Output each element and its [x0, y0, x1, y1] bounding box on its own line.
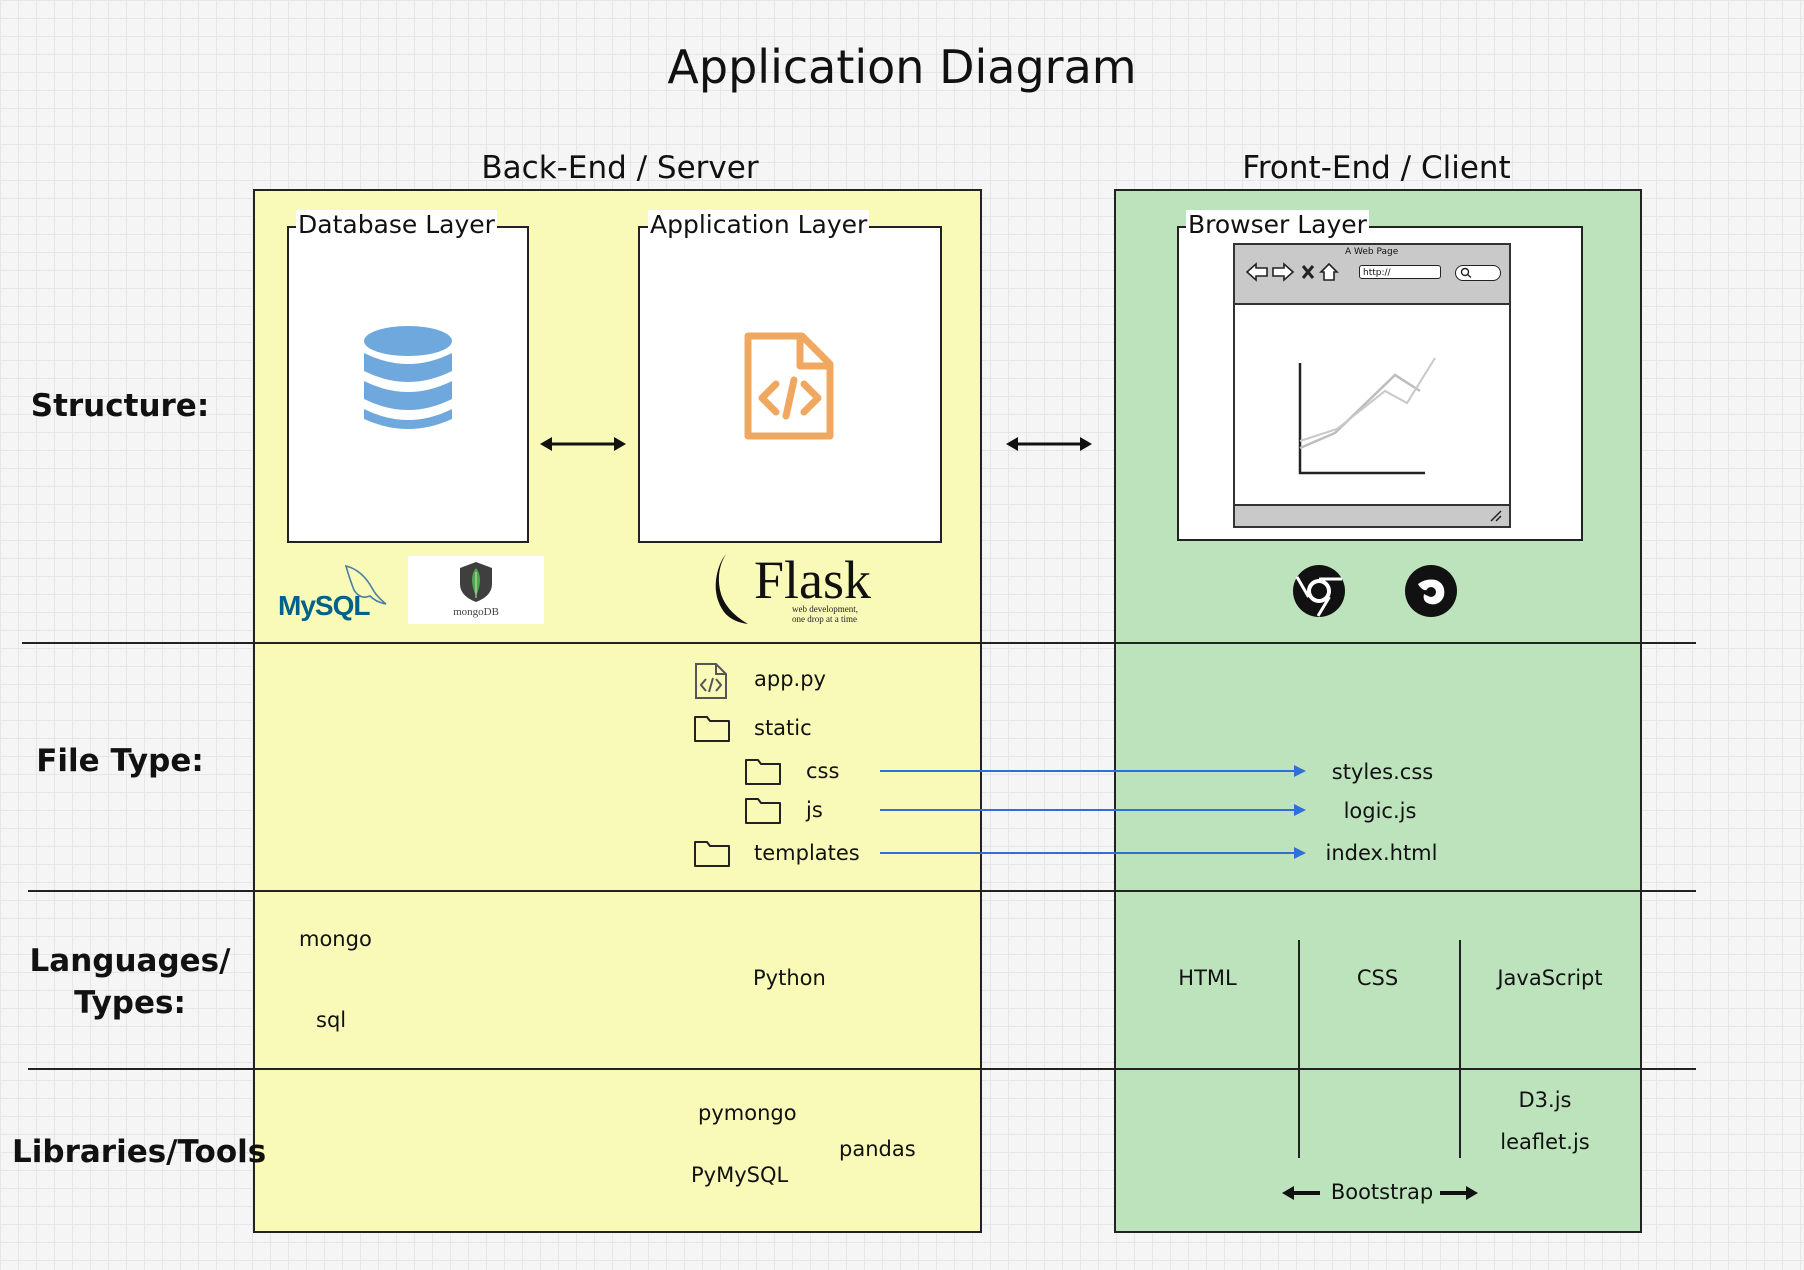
database-layer-label: Database Layer [296, 210, 497, 240]
browser-nav-icons [1245, 262, 1339, 282]
arrow-right-icon [1440, 1186, 1478, 1200]
browser-toolbar: A Web Page http:// [1235, 245, 1509, 305]
code-file-icon [744, 332, 834, 440]
row-divider [28, 890, 1696, 892]
flask-tagline-line1: web development, [792, 604, 858, 614]
folder-icon [745, 798, 781, 824]
lib-leafletjs: leaflet.js [1500, 1130, 1590, 1154]
frontend-header: Front-End / Client [1242, 150, 1511, 186]
row-label-languages-line1: Languages/ [29, 943, 231, 979]
lang-javascript: JavaScript [1497, 966, 1603, 990]
column-divider [1298, 940, 1300, 1158]
resize-handle-icon [1490, 510, 1502, 522]
mongodb-leaf-icon [460, 562, 492, 602]
lib-pandas: pandas [839, 1137, 916, 1161]
lib-pymysql: PyMySQL [691, 1163, 789, 1187]
browser-address-bar: http:// [1359, 265, 1441, 279]
row-label-structure: Structure: [30, 388, 210, 424]
application-layer-label: Application Layer [648, 210, 870, 240]
browser-layer-label: Browser Layer [1186, 210, 1369, 240]
code-file-icon [695, 663, 727, 699]
row-label-file-type: File Type: [36, 743, 204, 779]
folder-css: css [806, 759, 840, 783]
folder-icon [745, 759, 781, 785]
lang-css: CSS [1356, 966, 1399, 990]
backend-header: Back-End / Server [481, 150, 759, 186]
folder-templates: templates [754, 841, 860, 865]
arrow-left-icon [1282, 1186, 1320, 1200]
row-label-languages-line2: Types: [74, 985, 186, 1021]
double-arrow-icon [540, 437, 626, 451]
database-layer [287, 226, 529, 543]
mongodb-logo: mongoDB [408, 556, 544, 624]
folder-icon [694, 716, 730, 742]
file-index-html: index.html [1325, 841, 1438, 865]
folder-js: js [806, 798, 823, 822]
lang-python: Python [753, 966, 826, 990]
browser-window-title: A Web Page [1345, 247, 1399, 257]
lang-html: HTML [1178, 966, 1237, 990]
search-icon [1460, 267, 1472, 279]
file-logic-js: logic.js [1343, 799, 1417, 823]
flask-logo: Flask web development, one drop at a tim… [712, 552, 872, 628]
column-divider [1459, 940, 1461, 1158]
row-label-languages: Languages/ Types: [20, 940, 240, 1024]
lang-sql: sql [316, 1008, 347, 1032]
row-divider [22, 642, 1696, 644]
lib-bootstrap: Bootstrap [1330, 1180, 1434, 1204]
file-styles-css: styles.css [1331, 760, 1434, 784]
database-icon [364, 326, 452, 429]
flask-tagline-line2: one drop at a time [792, 614, 857, 624]
double-arrow-icon [1006, 437, 1092, 451]
flask-horn-icon [715, 554, 748, 624]
folder-static: static [754, 716, 812, 740]
browser-status-bar [1235, 504, 1509, 526]
mysql-logo: MySQL [276, 560, 396, 621]
firefox-icon [1405, 565, 1457, 617]
browser-line-chart-icon [1298, 357, 1436, 475]
dolphin-icon [344, 564, 387, 605]
browser-search-box [1455, 265, 1501, 281]
flask-logo-text: Flask [754, 550, 872, 610]
lang-mongo: mongo [299, 927, 372, 951]
browser-mockup: A Web Page http:// [1233, 243, 1511, 528]
row-label-libraries: Libraries/Tools [12, 1134, 267, 1170]
lib-pymongo: pymongo [698, 1101, 797, 1125]
file-mapping-arrows [880, 765, 1306, 859]
lib-d3js: D3.js [1518, 1088, 1572, 1112]
diagram-title: Application Diagram [667, 40, 1137, 94]
mysql-logo-text: MySQL [278, 590, 370, 621]
chrome-icon [1293, 565, 1345, 617]
file-app-py: app.py [754, 667, 826, 691]
folder-icon [694, 841, 730, 867]
row-divider [28, 1068, 1696, 1070]
mongodb-logo-text: mongoDB [453, 606, 499, 618]
